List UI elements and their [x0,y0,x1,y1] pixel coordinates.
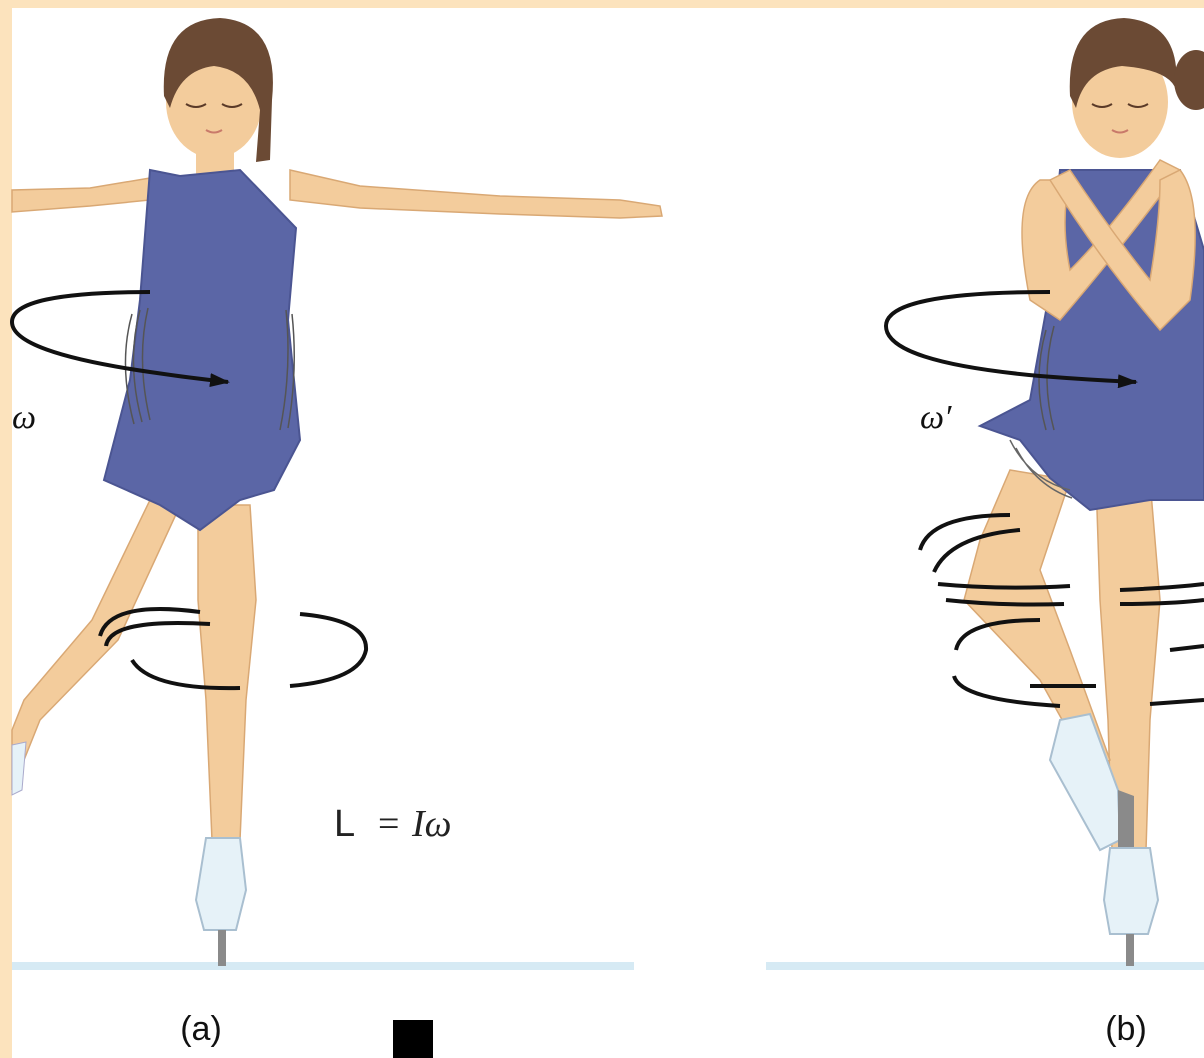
skater-a-skate [196,838,246,930]
ice-surface-b [766,962,1204,970]
omega-label-a: ω [12,399,36,436]
caption-b: (b) [1105,1010,1147,1048]
skater-a-blade [218,930,226,966]
omega-label-b: ω′ [920,399,952,436]
caption-a: (a) [180,1010,222,1048]
equation-equals: = [378,803,399,845]
skater-b-blade [1126,934,1134,966]
equation-rhs: Iω [411,803,451,845]
black-square-marker [393,1020,433,1058]
ice-surface-a [12,962,634,970]
equation-lhs: L [334,803,355,845]
skater-b-skate [1104,848,1158,934]
